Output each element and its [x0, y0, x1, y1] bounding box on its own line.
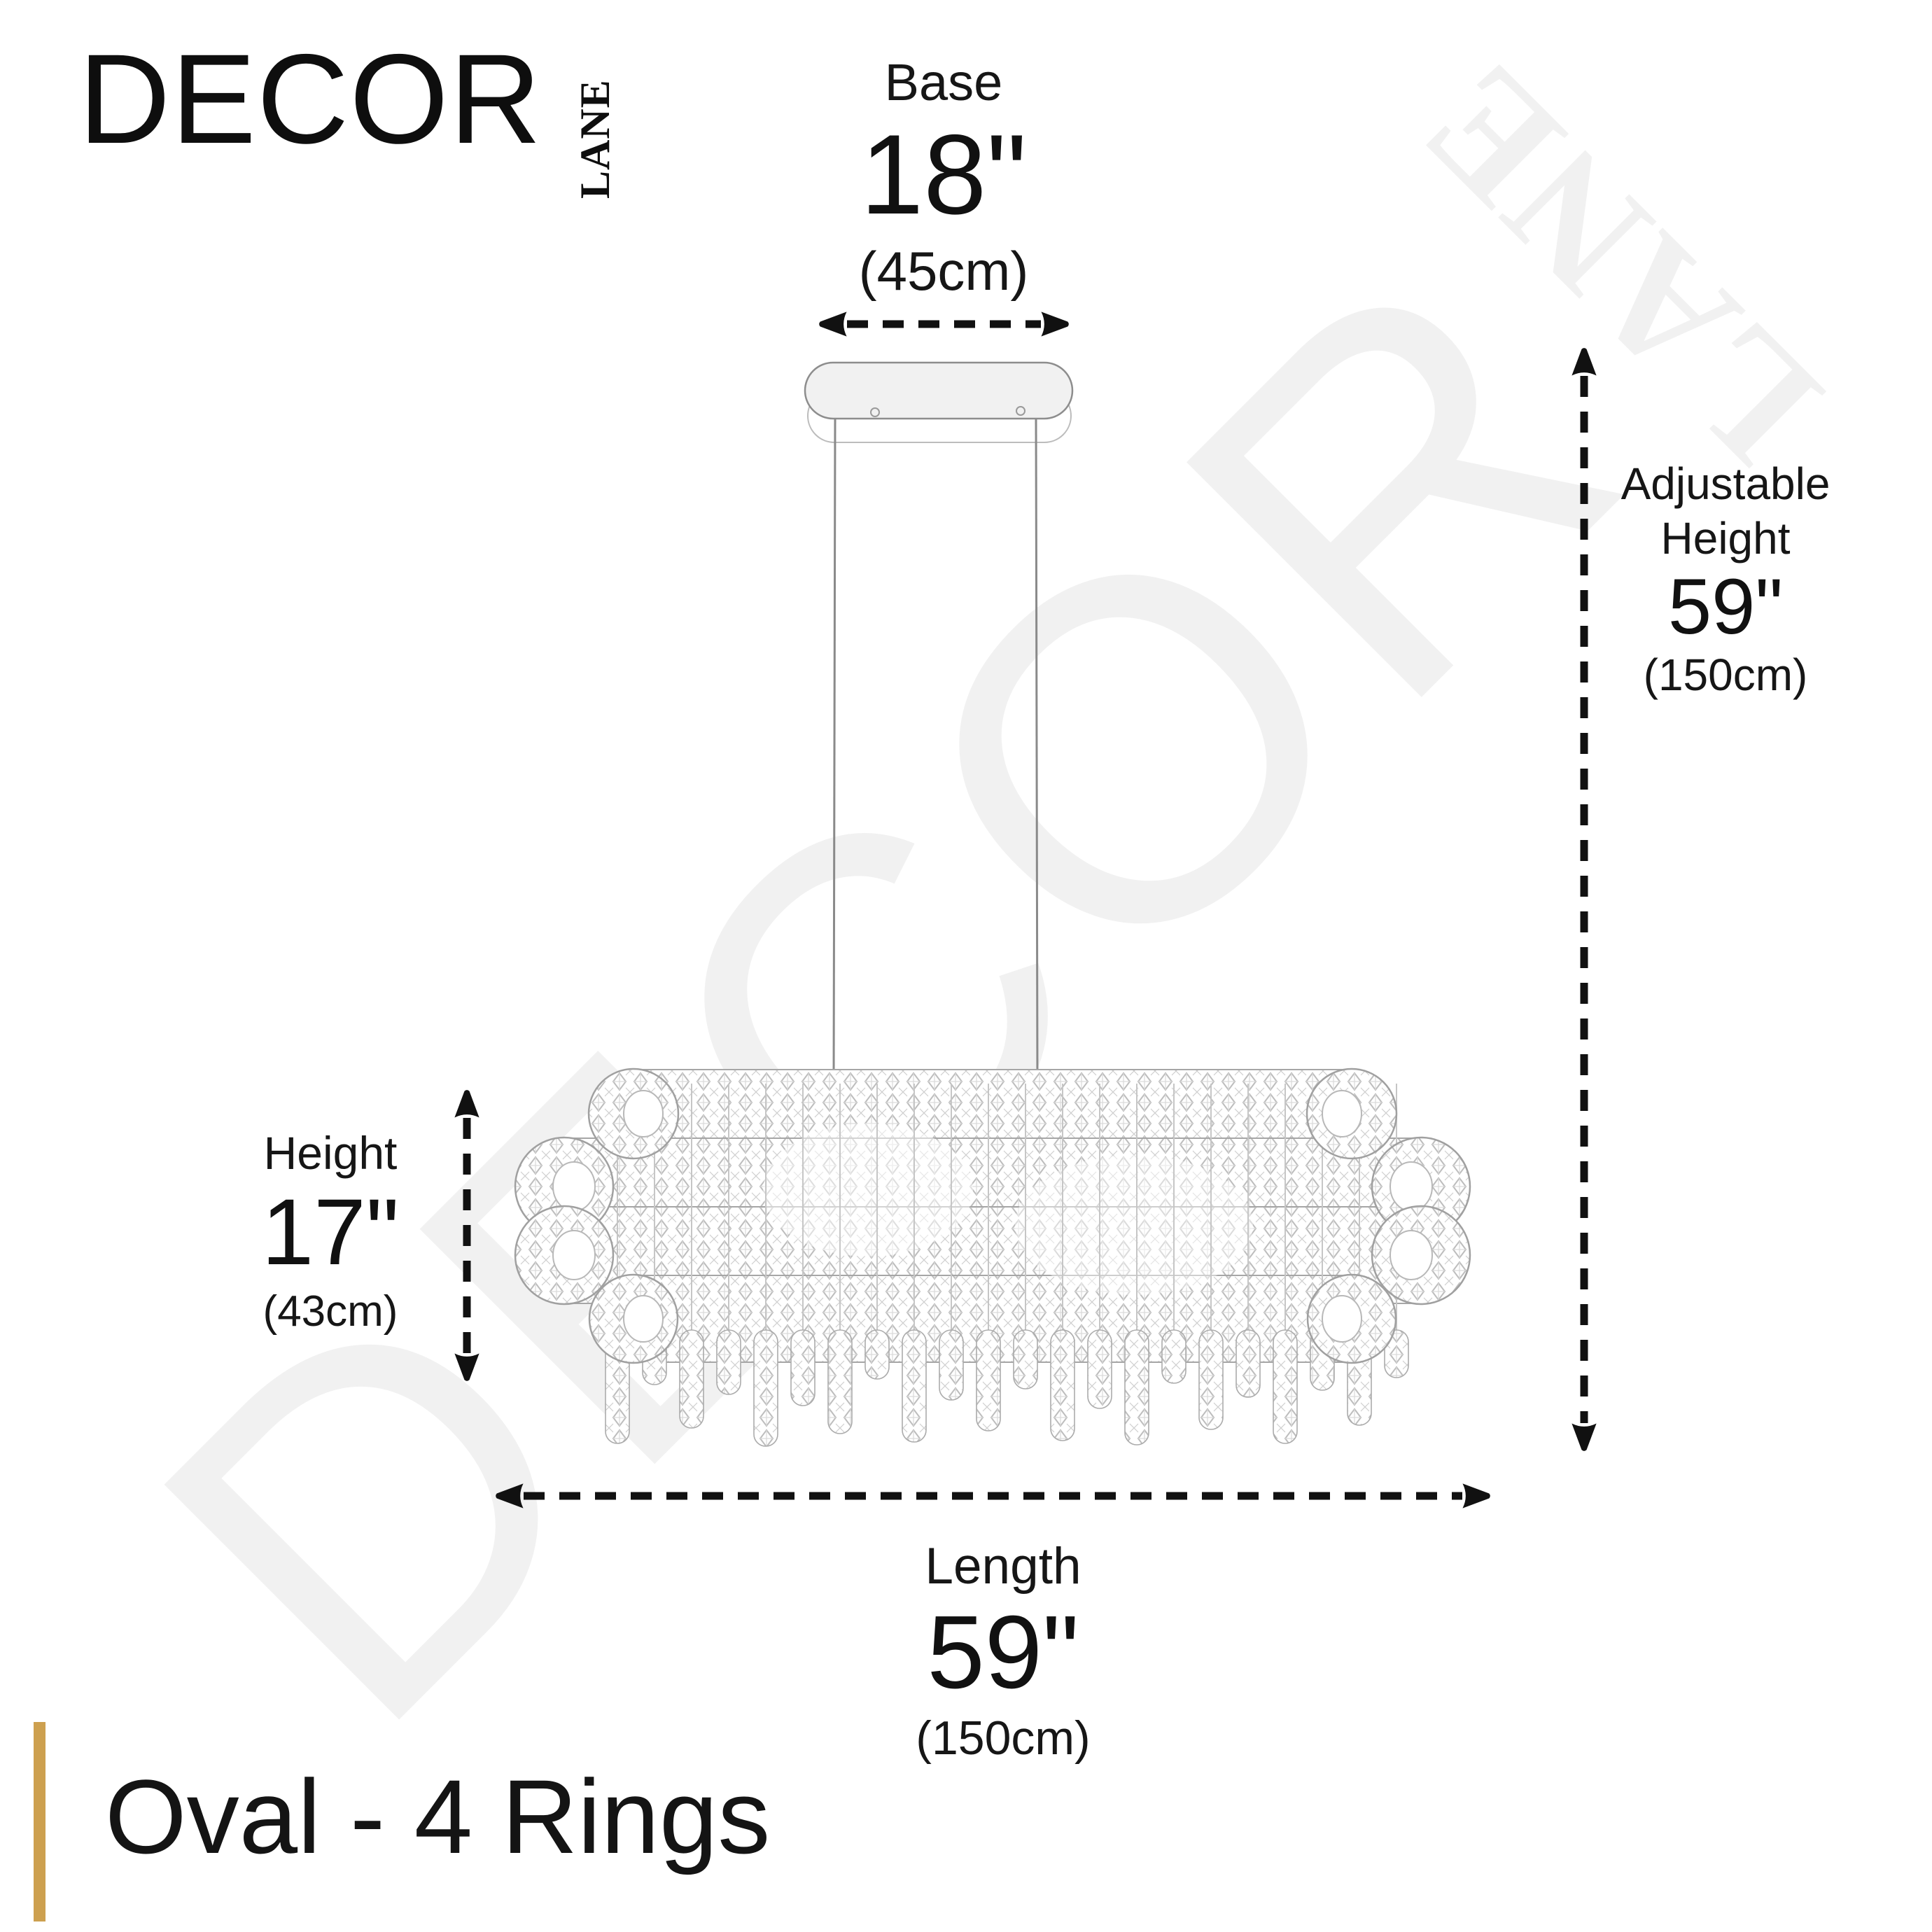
fixture-height-callout: Height 17" (43cm) — [262, 1126, 400, 1338]
crystal-strands — [605, 1084, 1409, 1447]
length-callout: Length 59" (150cm) — [916, 1534, 1090, 1769]
suspension-wires — [832, 418, 1039, 1084]
base-value-cm: (45cm) — [858, 239, 1029, 302]
adjustable-height-value-cm: (150cm) — [1643, 649, 1808, 700]
length-value-inches: 59" — [927, 1595, 1079, 1711]
logo-decor-text: DECOR — [78, 27, 542, 170]
right-ring-ends — [1306, 1068, 1471, 1364]
accent-bar — [34, 1722, 46, 1921]
fixture-height-value-cm: (43cm) — [262, 1287, 398, 1336]
adjustable-height-value-inches: 59" — [1667, 563, 1784, 651]
length-value-cm: (150cm) — [916, 1711, 1091, 1765]
product-title: Oval - 4 Rings — [105, 1758, 771, 1875]
brand-logo: DECOR LANE — [78, 35, 618, 199]
ceiling-canopy-sketch — [804, 361, 1074, 443]
fixture-height-value-inches: 17" — [261, 1180, 400, 1285]
logo-lane-text: LANE — [572, 79, 618, 199]
base-value-inches: 18" — [860, 111, 1027, 238]
left-ring-ends — [514, 1068, 680, 1364]
base-dimension-callout: Base 18" (45cm) — [859, 50, 1029, 308]
adjustable-height-label-line2: Height — [1660, 513, 1791, 564]
length-label: Length — [925, 1538, 1082, 1595]
fixture-height-label: Height — [263, 1127, 398, 1179]
base-label: Base — [884, 53, 1003, 111]
adjustable-height-label-line1: Adjustable — [1620, 458, 1830, 509]
adjustable-height-callout: Adjustable Height 59" (150cm) — [1621, 456, 1830, 702]
chandelier-illustration — [514, 1068, 1471, 1447]
